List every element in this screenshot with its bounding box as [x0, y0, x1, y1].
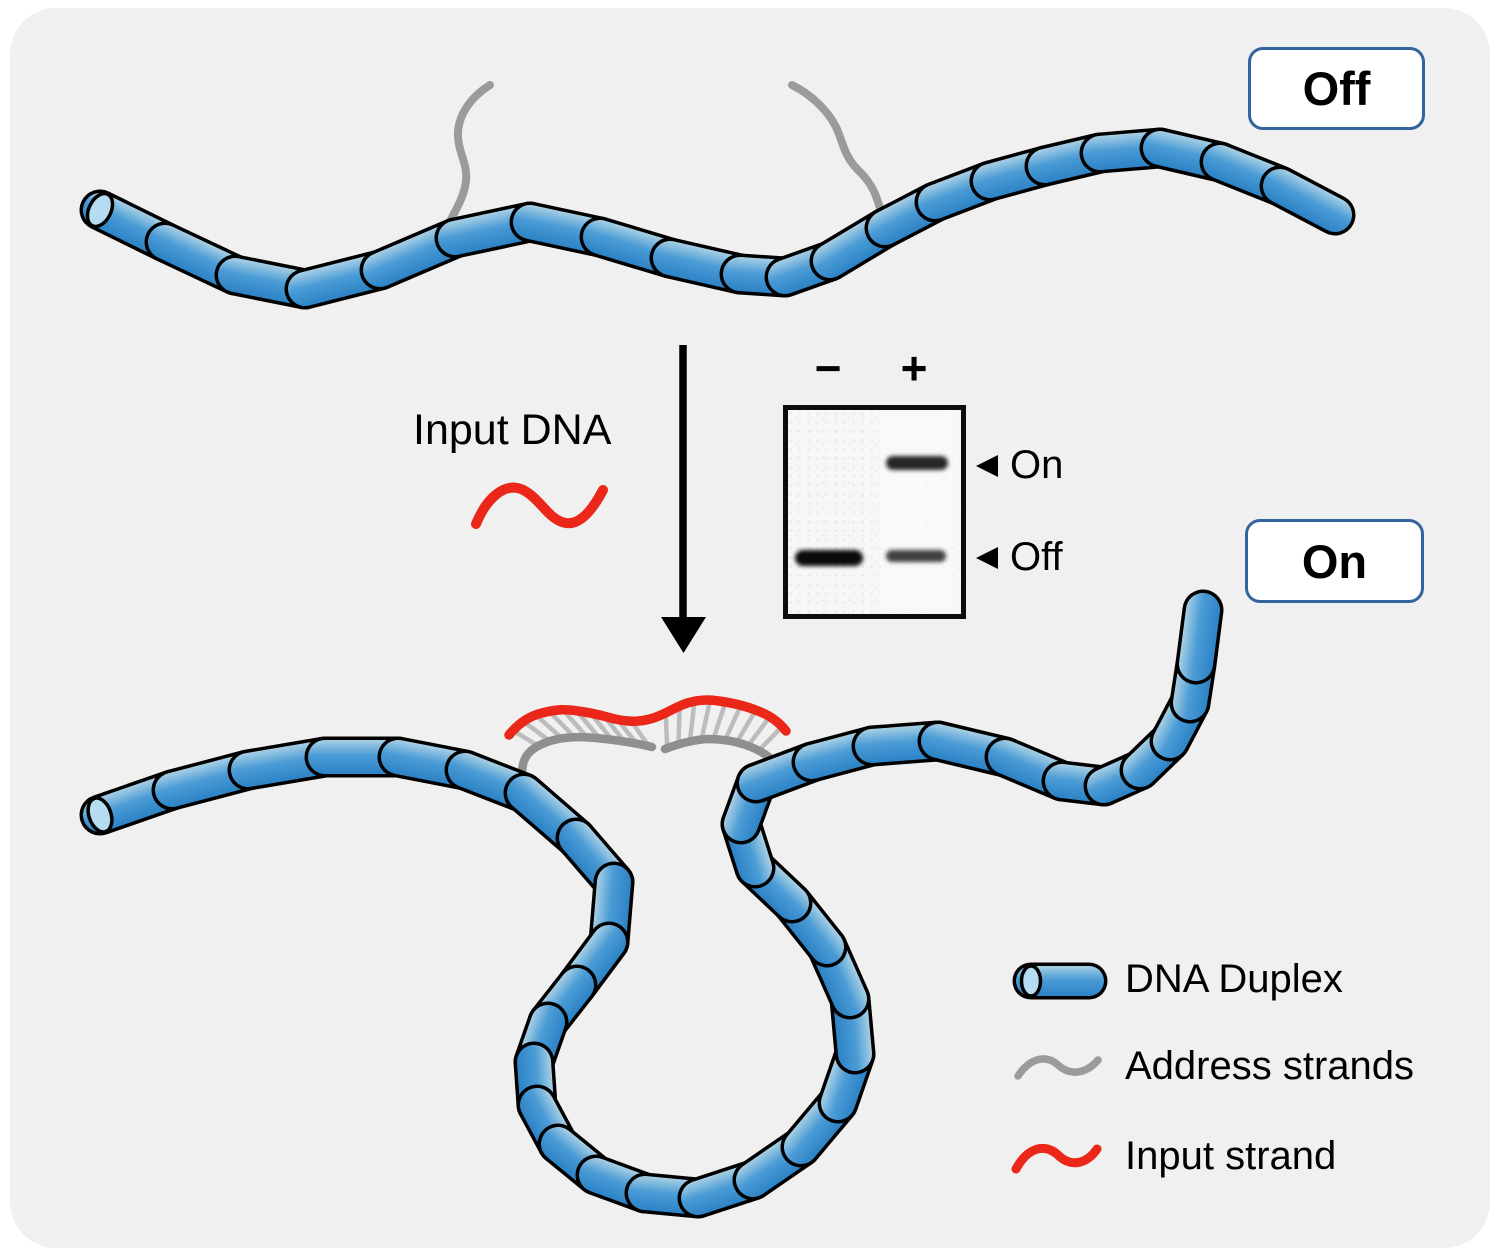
on-state-box: On — [1245, 519, 1424, 603]
legend-label-address-strands: Address strands — [1125, 1044, 1415, 1088]
legend-label-input-strand: Input strand — [1125, 1134, 1337, 1178]
on-band-arrowhead-icon — [976, 455, 998, 477]
legend-label-dna-duplex: DNA Duplex — [1125, 957, 1343, 1001]
gel-lane-minus-label: − — [814, 342, 842, 394]
gel-lane-strip — [880, 410, 956, 614]
gel-lane-plus-label: + — [900, 342, 928, 394]
gel-band-off-lane-minus — [795, 550, 863, 566]
off-state-box: Off — [1248, 47, 1425, 130]
gel-image — [783, 405, 966, 619]
input-dna-label: Input DNA — [413, 406, 612, 454]
gel-off-band-label: Off — [1010, 535, 1063, 579]
on-state-label: On — [1301, 534, 1368, 588]
off-band-arrowhead-icon — [976, 547, 998, 569]
gel-band-on-lane-plus — [886, 456, 948, 470]
gel-on-band-label: On — [1010, 443, 1064, 487]
gel-band-off-lane-plus — [886, 550, 946, 562]
figure-panel — [10, 8, 1490, 1248]
off-state-label: Off — [1302, 62, 1371, 115]
